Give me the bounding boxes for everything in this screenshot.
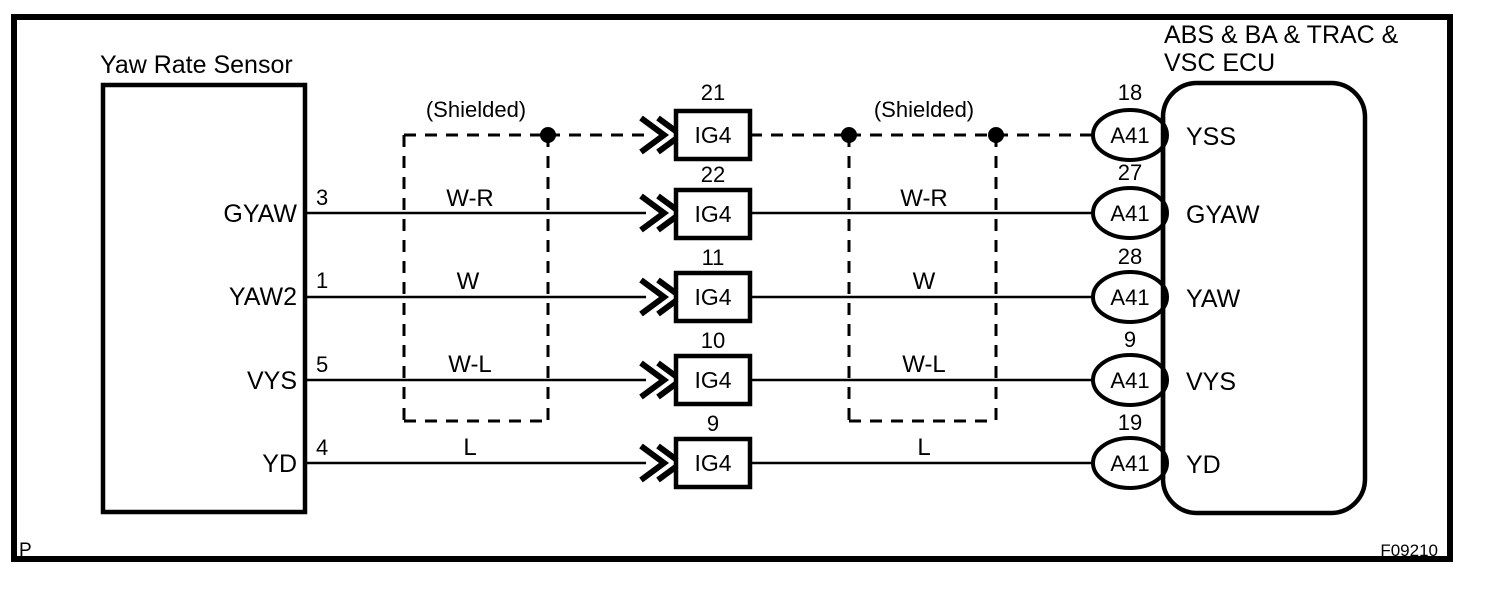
ig4-terminal-number-21: 21: [701, 80, 725, 105]
ecu-title-line1: ABS & BA & TRAC &: [1164, 21, 1399, 49]
ecu-pin-name-yd: YD: [1186, 451, 1221, 479]
ig4-label-11: IG4: [694, 284, 731, 310]
wire-color-yd-left: L: [463, 434, 476, 461]
sensor-pin-number-vys: 5: [316, 352, 328, 377]
ecu-connector-oval-27: [1091, 186, 1169, 240]
ecu-connector-label-28: A41: [1110, 285, 1149, 310]
ecu-pin-number-19: 19: [1118, 410, 1142, 435]
ecu-connector-label-27: A41: [1110, 201, 1149, 226]
wire-color-yd-right: L: [917, 434, 930, 461]
wire-color-gyaw-left: W-R: [446, 185, 494, 212]
wire-color-yaw2-left: W: [457, 268, 480, 295]
ecu-pin-number-18: 18: [1118, 80, 1142, 105]
ecu-pin-name-yss: YSS: [1186, 123, 1236, 151]
sensor-pin-label-gyaw: GYAW: [223, 200, 297, 228]
sensor-pin-label-vys: VYS: [247, 367, 297, 395]
ig4-label-21: IG4: [694, 122, 731, 148]
ig4-box-21: [673, 108, 753, 162]
wire-color-vys-left: W-L: [448, 351, 492, 378]
ig4-box-10: [673, 353, 753, 407]
ecu-pin-number-27: 27: [1118, 160, 1142, 185]
ig4-terminal-number-9: 9: [707, 411, 719, 436]
sensor-title: Yaw Rate Sensor: [100, 51, 293, 79]
ecu-connector-label-9: A41: [1110, 368, 1149, 393]
ig4-label-9: IG4: [694, 450, 731, 476]
shield-junction-dot-2: [841, 127, 857, 143]
ecu-connector-oval-28: [1091, 270, 1169, 324]
ecu-connector-oval-9: [1091, 353, 1169, 407]
ecu-pin-name-yaw: YAW: [1186, 285, 1241, 313]
shield-junction-dot-1: [540, 127, 556, 143]
yaw-rate-sensor-box: [100, 82, 308, 515]
figure-reference-code: F09210: [1380, 541, 1438, 560]
ig4-terminal-number-11: 11: [702, 245, 725, 270]
sensor-pin-number-yd: 4: [316, 435, 328, 460]
ecu-title-line2: VSC ECU: [1164, 49, 1275, 77]
ig4-box-22: [673, 187, 753, 241]
ecu-pin-number-28: 28: [1118, 244, 1142, 269]
ecu-pin-name-vys: VYS: [1186, 368, 1236, 396]
ig4-terminal-number-22: 22: [701, 162, 725, 187]
ig4-box-9: [673, 436, 753, 490]
ig4-terminal-number-10: 10: [701, 328, 725, 353]
ecu-pin-number-9: 9: [1124, 327, 1136, 352]
diagram-frame: [11, 14, 1453, 562]
ig4-box-11: [673, 270, 753, 324]
ecu-connector-oval-18: [1091, 108, 1169, 162]
sensor-pin-label-yd: YD: [262, 450, 297, 478]
corner-mark-p: P: [19, 540, 32, 561]
shield-junction-dot-3: [988, 127, 1004, 143]
ecu-connector-label-18: A41: [1110, 123, 1149, 148]
ecu-connector-label-19: A41: [1110, 451, 1149, 476]
ecu-pin-name-gyaw: GYAW: [1186, 201, 1260, 229]
sensor-pin-label-yaw2: YAW2: [229, 283, 297, 311]
ecu-connector-oval-19: [1091, 436, 1169, 490]
ig4-label-10: IG4: [694, 367, 731, 393]
wire-color-vys-right: W-L: [902, 351, 946, 378]
ig4-label-22: IG4: [694, 201, 731, 227]
sensor-pin-number-gyaw: 3: [316, 185, 328, 210]
sensor-pin-number-yaw2: 1: [316, 268, 328, 293]
wire-color-yaw2-right: W: [913, 268, 936, 295]
shielded-label-left: (Shielded): [426, 97, 526, 122]
shielded-label-right: (Shielded): [874, 97, 974, 122]
wire-color-gyaw-right: W-R: [900, 185, 948, 212]
